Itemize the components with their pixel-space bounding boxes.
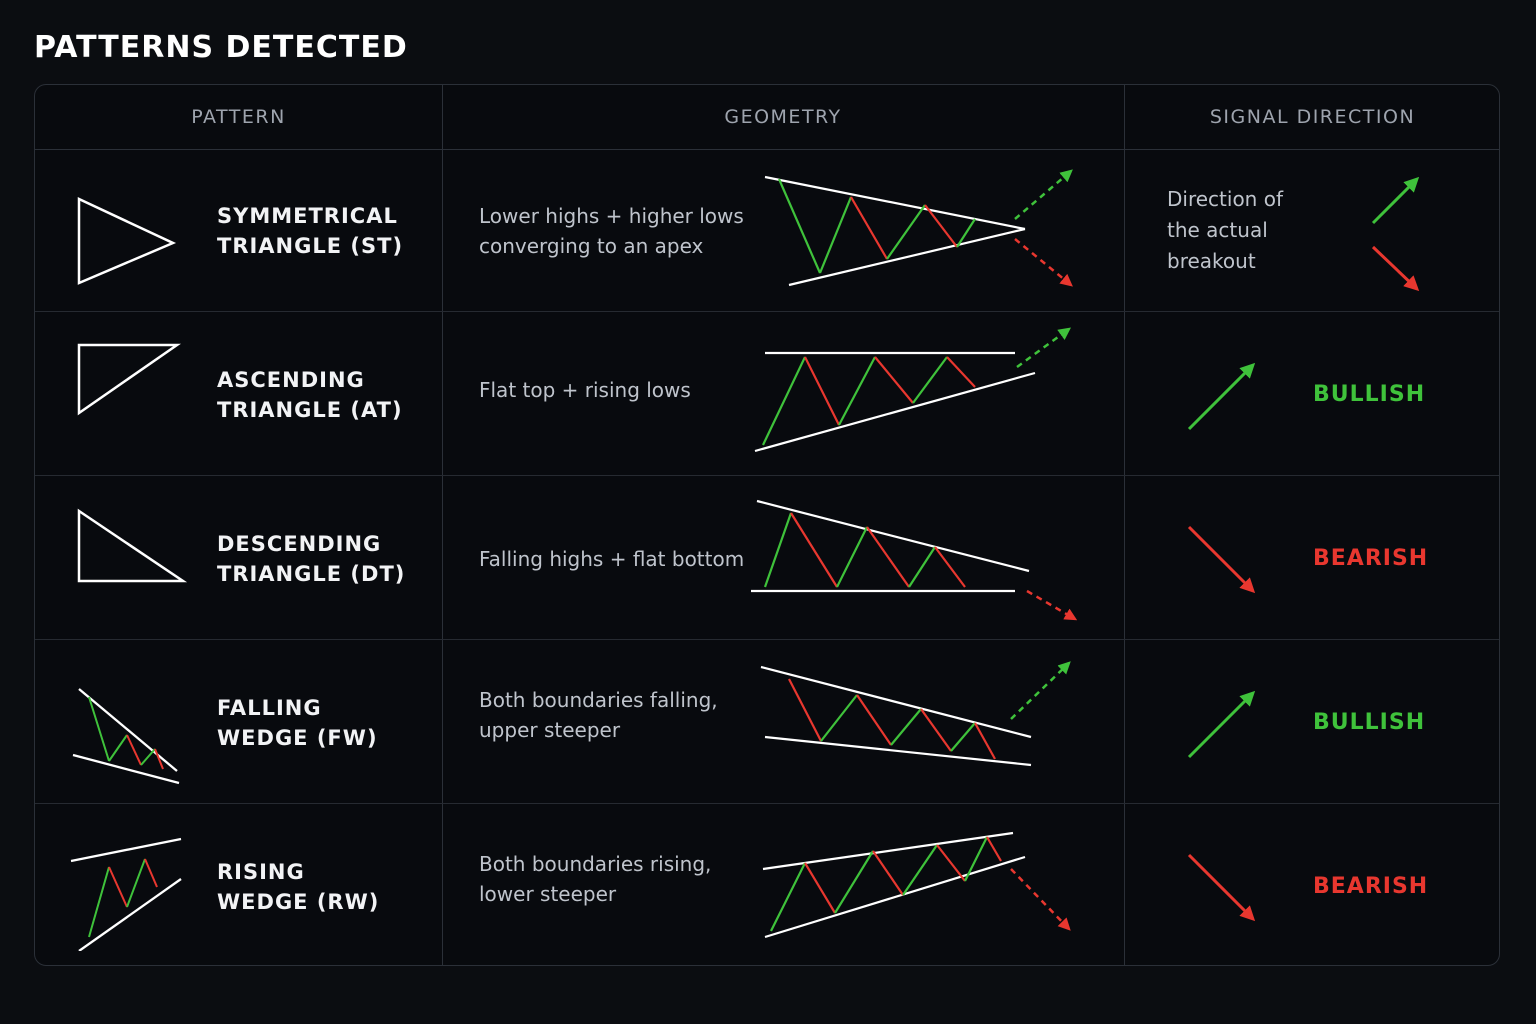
falling-wedge-geometry: [760, 661, 1071, 767]
pattern-name: SYMMETRICAL TRIANGLE (ST): [217, 203, 404, 258]
descending-triangle-geometry: [751, 499, 1078, 621]
column-divider: [442, 85, 443, 965]
arrow-up-right-icon: [1187, 690, 1256, 759]
column-divider: [1124, 85, 1125, 965]
table-row-descending-triangle: DESCENDING TRIANGLE (DT) Falling highs +…: [35, 477, 1499, 640]
arrow-up-right-icon: [1371, 176, 1420, 291]
pattern-name: ASCENDING TRIANGLE (AT): [217, 367, 403, 422]
page-title: PATTERNS DETECTED: [34, 30, 408, 65]
arrow-up-right-icon: [1187, 362, 1256, 431]
descending-triangle-icon: [77, 508, 188, 583]
table-header: PATTERN GEOMETRY SIGNAL DIRECTION: [35, 85, 1499, 150]
table-row-symmetrical-triangle: SYMMETRICAL TRIANGLE (ST) Lower highs + …: [35, 149, 1499, 312]
arrow-down-right-icon: [1187, 853, 1256, 922]
signal-description: Direction of the actual breakout: [1167, 187, 1283, 273]
arrow-down-right-icon: [1187, 525, 1256, 594]
column-header-signal-direction: SIGNAL DIRECTION: [1209, 106, 1416, 128]
rising-wedge-icon: [70, 837, 182, 951]
ascending-triangle-geometry: [754, 327, 1072, 453]
table-row-rising-wedge: RISING WEDGE (RW) Both boundaries rising…: [35, 805, 1499, 965]
pattern-description: Falling highs + flat bottom: [479, 546, 745, 571]
rising-wedge-geometry: [762, 831, 1071, 939]
symmetrical-triangle-icon: [77, 197, 177, 285]
signal-label: BEARISH: [1313, 546, 1429, 571]
pattern-name: FALLING WEDGE (FW): [217, 695, 378, 750]
table-row-falling-wedge: FALLING WEDGE (FW) Both boundaries falli…: [35, 641, 1499, 804]
pattern-name: RISING WEDGE (RW): [217, 859, 380, 914]
falling-wedge-icon: [72, 688, 180, 785]
signal-label: BULLISH: [1313, 382, 1426, 407]
column-header-geometry: GEOMETRY: [724, 106, 842, 128]
pattern-description: Lower highs + higher lows converging to …: [479, 203, 744, 258]
patterns-table: PATTERN GEOMETRY SIGNAL DIRECTION SYMMET…: [34, 84, 1500, 966]
pattern-name: DESCENDING TRIANGLE (DT): [217, 531, 406, 586]
table-row-ascending-triangle: ASCENDING TRIANGLE (AT) Flat top + risin…: [35, 313, 1499, 476]
pattern-description: Both boundaries rising, lower steeper: [479, 852, 712, 906]
signal-label: BULLISH: [1313, 710, 1426, 735]
symmetrical-triangle-geometry: [764, 169, 1073, 287]
pattern-description: Both boundaries falling, upper steeper: [479, 688, 718, 742]
ascending-triangle-icon: [77, 343, 181, 416]
signal-label: BEARISH: [1313, 874, 1429, 899]
pattern-description: Flat top + rising lows: [479, 378, 691, 402]
column-header-pattern: PATTERN: [191, 106, 286, 128]
